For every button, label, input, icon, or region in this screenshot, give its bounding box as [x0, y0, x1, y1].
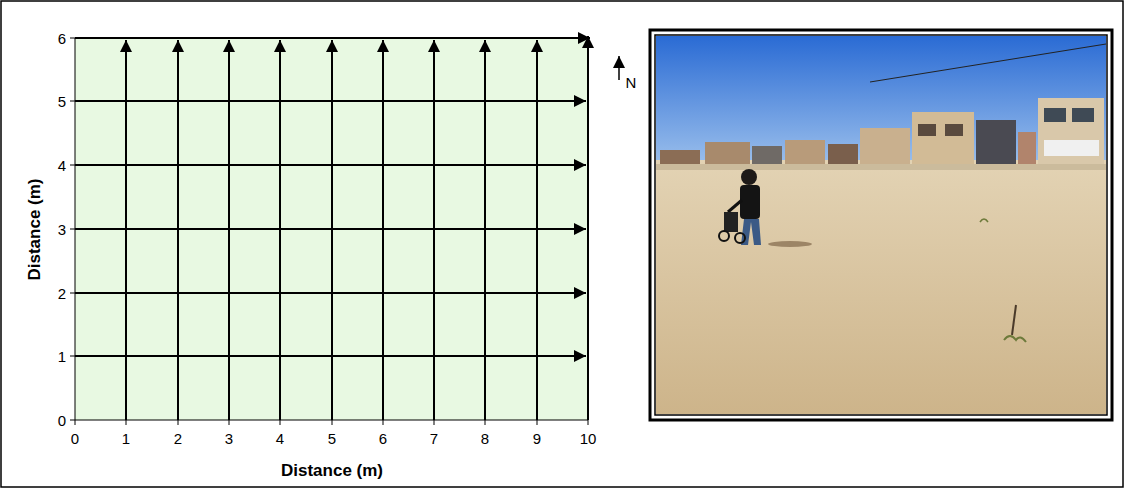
tick-label: 9 — [533, 431, 541, 446]
grid-area — [75, 38, 588, 420]
tick-label: 3 — [58, 222, 66, 237]
north-arrow — [618, 56, 620, 80]
tick-label: 10 — [580, 431, 597, 446]
survey-profiles — [75, 36, 590, 420]
tick-label: 1 — [58, 349, 66, 364]
field-photo — [650, 30, 1112, 420]
axis-title: Distance (m) — [26, 178, 43, 280]
tick-label: 2 — [174, 431, 182, 446]
tick-label: 0 — [58, 413, 66, 428]
tick-label: 0 — [71, 431, 79, 446]
tick-label: 3 — [225, 431, 233, 446]
tick-label: 4 — [58, 158, 66, 173]
tick-label: 6 — [379, 431, 387, 446]
north-label: N — [626, 75, 637, 90]
axis-ticks — [70, 38, 588, 425]
tick-label: 5 — [328, 431, 336, 446]
tick-label: 6 — [58, 31, 66, 46]
tick-label: 7 — [430, 431, 438, 446]
tick-label: 8 — [481, 431, 489, 446]
tick-label: 2 — [58, 286, 66, 301]
tick-label: 1 — [122, 431, 130, 446]
tick-label: 5 — [58, 94, 66, 109]
axis-title: Distance (m) — [281, 462, 383, 479]
tick-label: 4 — [276, 431, 284, 446]
